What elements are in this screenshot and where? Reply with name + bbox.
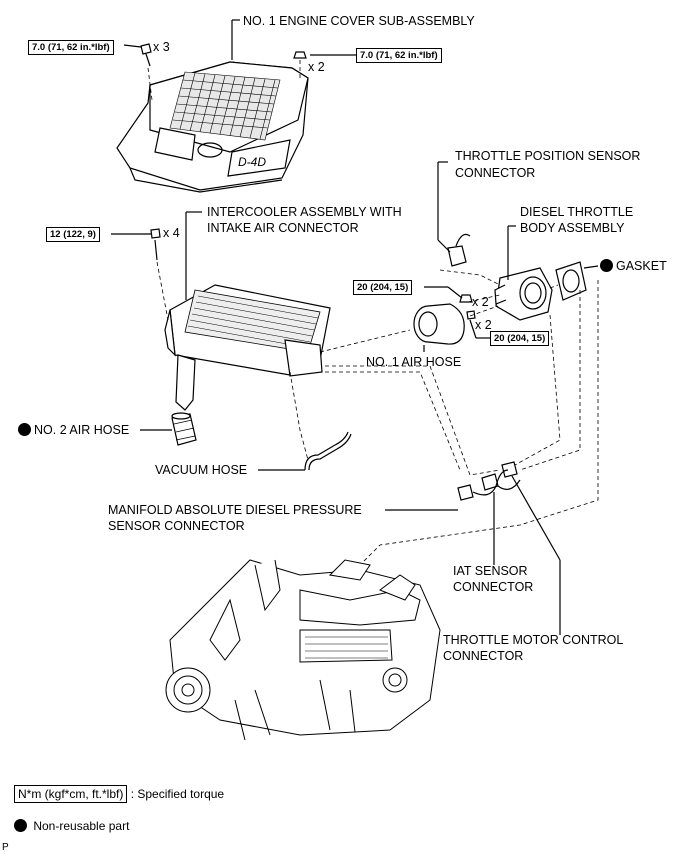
label-iat-line2: CONNECTOR [453, 580, 534, 594]
legend-nonreusable: Non-reusable part [14, 818, 129, 834]
qty-throttle-nut: x 2 [472, 295, 489, 309]
svg-text:D-4D: D-4D [238, 155, 266, 169]
vacuum-hose-drawing [304, 431, 352, 471]
non-reusable-icon [14, 819, 27, 832]
label-throttle-motor-line2: CONNECTOR [443, 649, 524, 663]
label-tps-connector-line2: CONNECTOR [455, 166, 536, 180]
torque-cover-nut: 7.0 (71, 62 in.*lbf) [356, 48, 442, 63]
air-hose-1-drawing [413, 303, 465, 345]
label-intercooler-line1: INTERCOOLER ASSEMBLY WITH [207, 205, 402, 219]
cover-bolt-drawing [140, 43, 153, 101]
legend-nonreusable-text: Non-reusable part [33, 819, 130, 833]
legend-torque-text: : Specified torque [130, 787, 225, 801]
torque-cover-bolt: 7.0 (71, 62 in.*lbf) [28, 40, 114, 55]
qty-intercooler-bolt: x 4 [163, 226, 180, 240]
label-intercooler-line2: INTAKE AIR CONNECTOR [207, 221, 359, 235]
harness-connectors-drawing [457, 461, 521, 501]
page-marker: P [2, 842, 9, 853]
label-throttle-body-line2: BODY ASSEMBLY [520, 221, 625, 235]
cover-nut-drawing [293, 51, 307, 80]
label-throttle-motor-line1: THROTTLE MOTOR CONTROL [443, 633, 624, 647]
label-engine-cover: NO. 1 ENGINE COVER SUB-ASSEMBLY [243, 14, 475, 28]
air-hose-2-drawing [171, 412, 197, 446]
label-map-sensor-line2: SENSOR CONNECTOR [108, 519, 245, 533]
non-reusable-icon [600, 259, 613, 272]
legend-torque: N*m (kgf*cm, ft.*lbf) : Specified torque [14, 785, 225, 803]
label-gasket: GASKET [600, 258, 667, 275]
torque-throttle-nut: 20 (204, 15) [353, 280, 413, 295]
label-throttle-body-line1: DIESEL THROTTLE [520, 205, 634, 219]
label-iat-line1: IAT SENSOR [453, 564, 528, 578]
label-air-hose-1: NO. 1 AIR HOSE [366, 355, 462, 369]
label-air-hose-2: NO. 2 AIR HOSE [18, 422, 129, 439]
label-tps-connector-line1: THROTTLE POSITION SENSOR [455, 149, 641, 163]
intercooler-bolt-drawing [150, 228, 169, 321]
throttle-nut-drawing [459, 294, 473, 303]
engine-block-drawing [165, 559, 441, 741]
torque-intercooler-bolt: 12 (122, 9) [46, 227, 100, 242]
legend-torque-unit: N*m (kgf*cm, ft.*lbf) [14, 785, 128, 803]
throttle-body-drawing [494, 267, 553, 321]
intercooler-drawing [164, 284, 331, 411]
engine-cover-drawing: D-4D [116, 61, 309, 193]
tps-connector-drawing [447, 233, 471, 267]
throttle-bolt-drawing [466, 310, 476, 320]
label-map-sensor-line1: MANIFOLD ABSOLUTE DIESEL PRESSURE [108, 503, 362, 517]
torque-throttle-bolt: 20 (204, 15) [490, 331, 550, 346]
label-vacuum-hose: VACUUM HOSE [155, 463, 248, 477]
gasket-text: GASKET [616, 259, 667, 273]
air-hose-2-text: NO. 2 AIR HOSE [34, 423, 130, 437]
qty-cover-nut: x 2 [308, 60, 325, 74]
gasket-drawing [555, 261, 587, 301]
non-reusable-icon [18, 423, 31, 436]
qty-cover-bolt: x 3 [153, 40, 170, 54]
qty-throttle-bolt: x 2 [475, 318, 492, 332]
